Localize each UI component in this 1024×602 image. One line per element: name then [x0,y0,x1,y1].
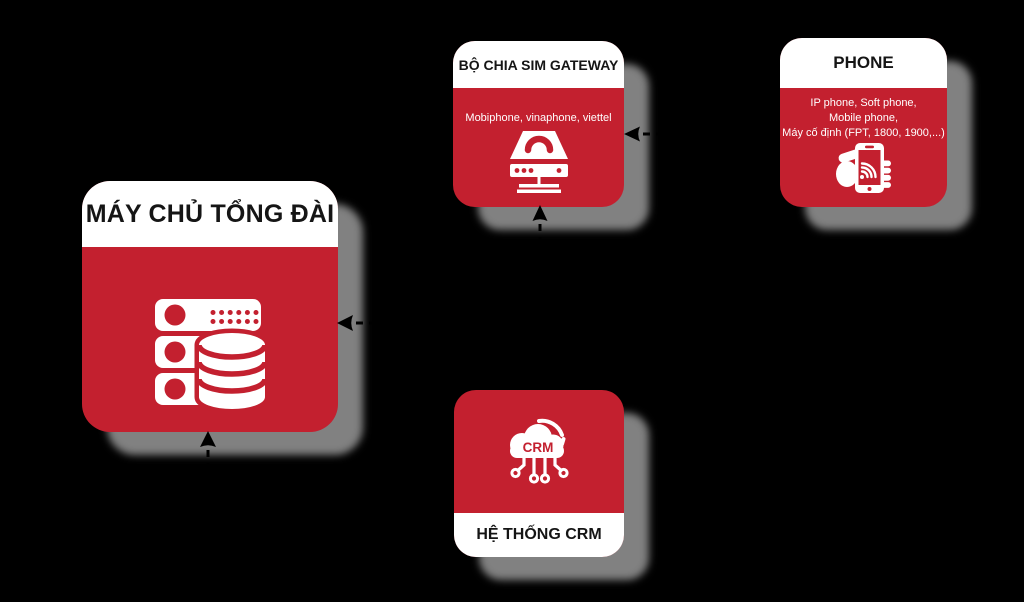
server-database-icon [155,299,265,411]
node-phone: PHONE IP phone, Soft phone, Mobile phone… [780,38,947,207]
node-phone-description: IP phone, Soft phone, Mobile phone, Máy … [780,96,947,141]
node-gateway: BỘ CHIA SIM GATEWAY Mobiphone, vinaphone… [453,41,624,207]
phone-line-3: Máy cố định (FPT, 1800, 1900,...) [782,127,945,139]
node-crm: CRM HỆ THỐNG CRM [454,390,624,557]
node-phone-title: PHONE [780,38,947,88]
arrow-into-server-right [337,315,382,331]
node-crm-body: CRM [454,390,624,513]
node-server-title: MÁY CHỦ TỔNG ĐÀI [82,181,338,247]
arrow-into-gateway-bottom [532,205,548,245]
node-gateway-subtitle: Mobiphone, vinaphone, viettel [465,112,612,124]
crm-cloud-label: CRM [523,440,554,455]
node-crm-title: HỆ THỐNG CRM [454,513,624,557]
hand-holding-phone-icon [835,143,891,193]
node-server: MÁY CHỦ TỔNG ĐÀI [82,181,338,432]
phone-line-1: IP phone, Soft phone, [810,97,917,109]
node-gateway-title: BỘ CHIA SIM GATEWAY [453,41,624,88]
sim-gateway-device-icon [509,131,568,193]
phone-line-2: Mobile phone, [828,112,899,124]
arrow-into-gateway-right [624,126,666,142]
arrow-into-server-bottom [200,431,216,470]
crm-cloud-connectors-icon: CRM [510,418,569,484]
